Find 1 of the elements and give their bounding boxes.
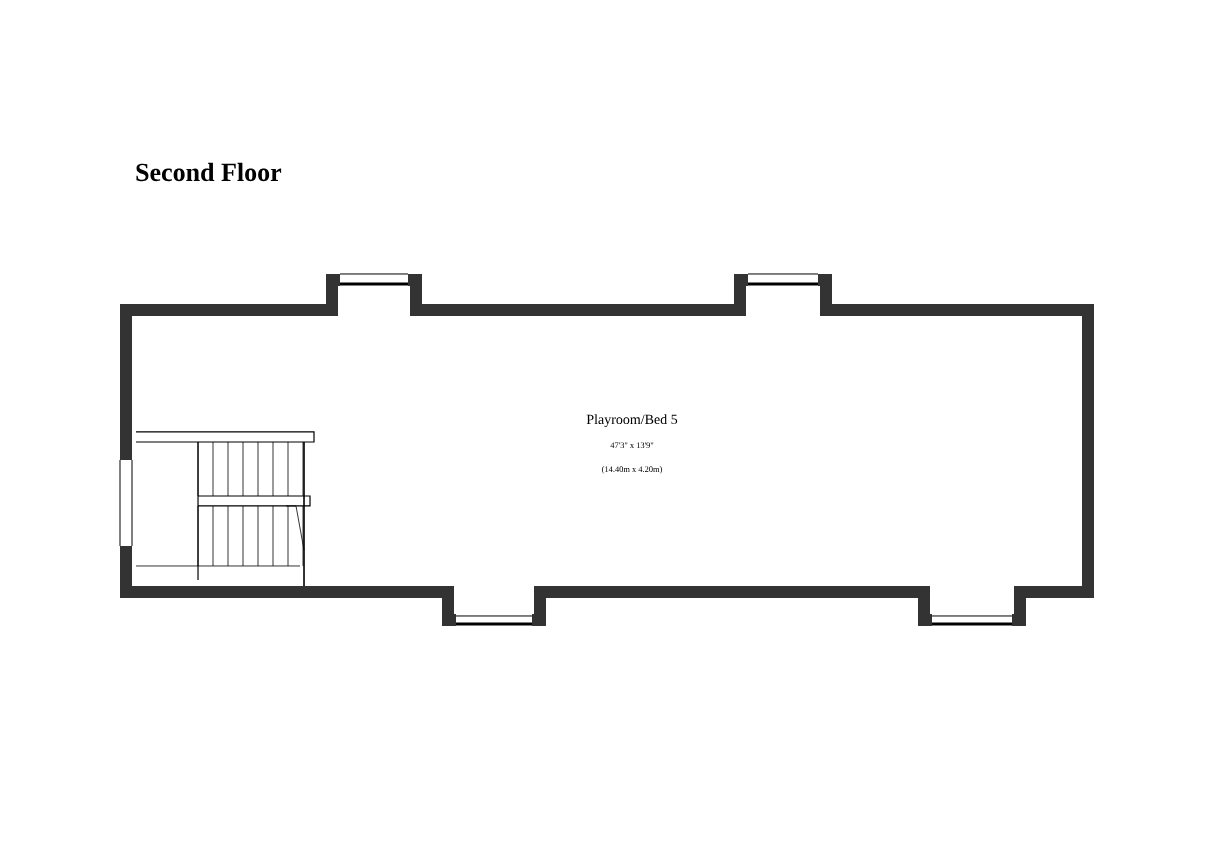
title: Second Floor — [136, 162, 282, 182]
